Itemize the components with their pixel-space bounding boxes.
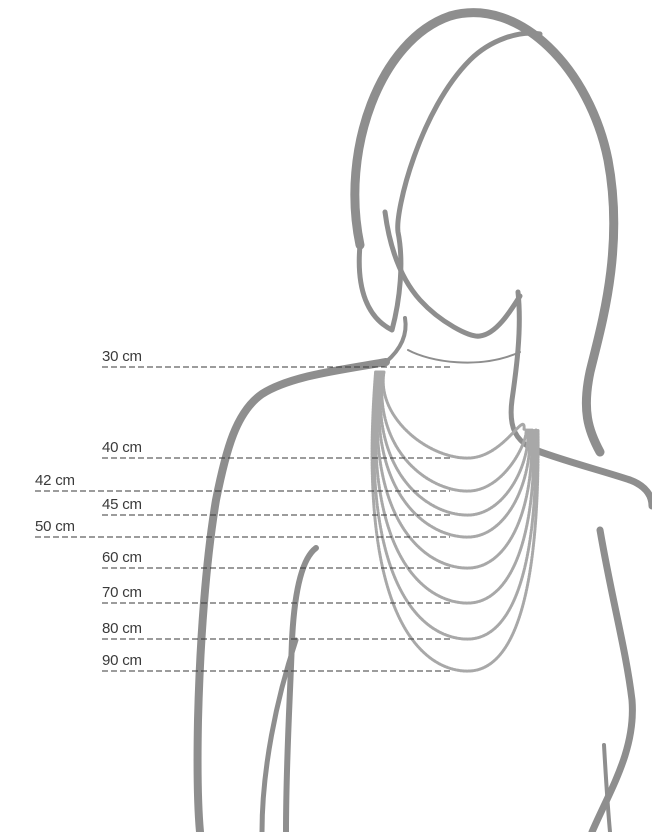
length-label-90: 90 cm <box>102 653 142 668</box>
left-shoulder <box>198 362 386 832</box>
length-label-45: 45 cm <box>102 497 142 512</box>
right-shoulder <box>530 448 652 506</box>
necklace-chain-45-cm <box>380 372 528 515</box>
length-label-80: 80 cm <box>102 621 142 636</box>
length-label-50: 50 cm <box>35 519 75 534</box>
neck-collar <box>408 350 520 363</box>
necklace-chain-42-cm <box>382 372 526 491</box>
length-label-40: 40 cm <box>102 440 142 455</box>
length-label-70: 70 cm <box>102 585 142 600</box>
length-label-42: 42 cm <box>35 473 75 488</box>
inner-arm <box>286 548 316 832</box>
right-body <box>592 530 632 832</box>
length-label-60: 60 cm <box>102 550 142 565</box>
hair-outline-right <box>355 13 614 452</box>
necklace-chain-40-cm <box>383 372 524 458</box>
length-label-30: 30 cm <box>102 349 142 364</box>
